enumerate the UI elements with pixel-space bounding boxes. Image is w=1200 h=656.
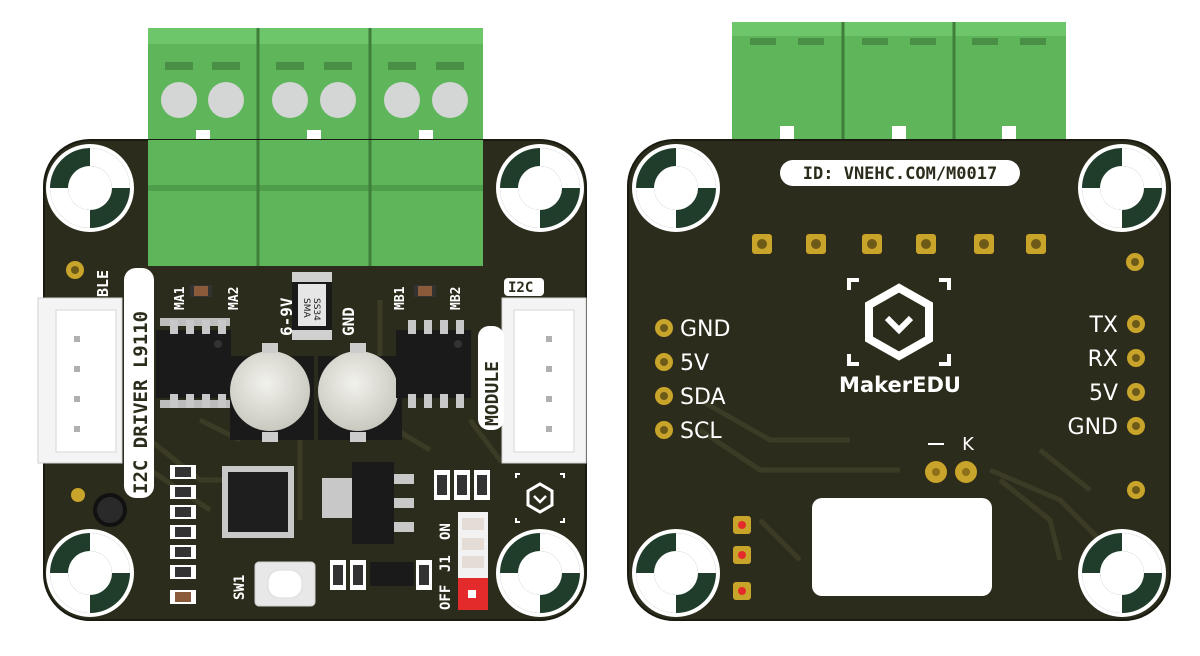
solder-jumper[interactable] <box>925 461 977 483</box>
back-traces <box>698 397 1102 562</box>
diode-ss34: SS34 SMA <box>292 272 332 340</box>
gold-pad <box>1127 481 1145 499</box>
label-gnd-front: GND <box>339 307 358 336</box>
right-connector <box>501 297 587 464</box>
mcu-chip <box>222 466 294 538</box>
ble-pad <box>66 261 84 279</box>
terminal-pads <box>752 234 1046 254</box>
pin-label-right: RX <box>1088 347 1118 372</box>
label-id: ID: VNEHC.COM/M0017 <box>803 164 997 184</box>
left-pin-header: GND 5V SDA SCL <box>655 317 730 444</box>
label-ma1: MA1 <box>173 286 188 310</box>
voltage-regulator <box>322 462 414 544</box>
hex-logo-icon <box>515 473 565 523</box>
back-pcb <box>628 140 1170 620</box>
label-diode-top: SS34 <box>311 298 321 321</box>
mounting-hole-icon <box>1078 529 1166 617</box>
makeredu-logo-icon <box>847 278 951 366</box>
label-off: OFF <box>438 585 454 610</box>
reset-button[interactable] <box>254 561 316 607</box>
mounting-hole-icon <box>46 144 134 232</box>
label-i2c: I2C <box>508 280 533 296</box>
motor-driver-ic-left <box>156 318 231 408</box>
label-mb1: MB1 <box>393 286 408 310</box>
brand-text: MakerEDU <box>839 373 961 397</box>
mounting-hole-icon <box>496 144 584 232</box>
label-module: MODULE <box>482 361 503 426</box>
pin-label-right: TX <box>1088 313 1118 338</box>
mounting-hole-icon <box>496 529 584 617</box>
label-voltage: 6-9V <box>277 297 296 336</box>
label-driver: I2C DRIVER L9110 <box>130 311 152 494</box>
left-connector <box>37 297 123 464</box>
right-pin-header: TX RX 5V GND <box>1068 313 1145 440</box>
pin-label-left: 5V <box>680 351 709 376</box>
label-diode-bottom: SMA <box>301 298 311 318</box>
gold-pad <box>1126 253 1144 271</box>
mounting-hole-icon <box>632 144 720 232</box>
label-mb2: MB2 <box>449 287 464 310</box>
label-ma2: MA2 <box>227 287 242 310</box>
back-board: ID: VNEHC.COM/M0017 MakerEDU <box>627 22 1171 621</box>
mounting-hole-icon <box>632 529 720 617</box>
label-ble: BLE <box>94 270 112 297</box>
bottom-pads <box>733 516 751 600</box>
label-on: ON <box>438 523 454 540</box>
motor-driver-ic-right <box>396 320 471 408</box>
pin-label-left: GND <box>680 317 730 342</box>
front-board: BLE I2C DRIVER L9110 MA1 MA2 <box>37 28 587 621</box>
capacitors <box>230 343 402 442</box>
label-j1: J1 <box>438 555 454 572</box>
power-switch[interactable] <box>458 512 488 610</box>
resistor-array <box>170 465 196 604</box>
label-sw1: SW1 <box>232 575 248 600</box>
terminal-block-back <box>732 22 1066 142</box>
mounting-hole-icon <box>1078 144 1166 232</box>
jumper-label: K <box>962 434 975 455</box>
mounting-hole-icon <box>46 529 134 617</box>
pin-label-left: SCL <box>680 419 722 444</box>
pin-label-right: 5V <box>1089 381 1118 406</box>
pin-label-right: GND <box>1068 415 1118 440</box>
pin-label-left: SDA <box>680 385 726 410</box>
blank-label-area <box>812 498 992 596</box>
